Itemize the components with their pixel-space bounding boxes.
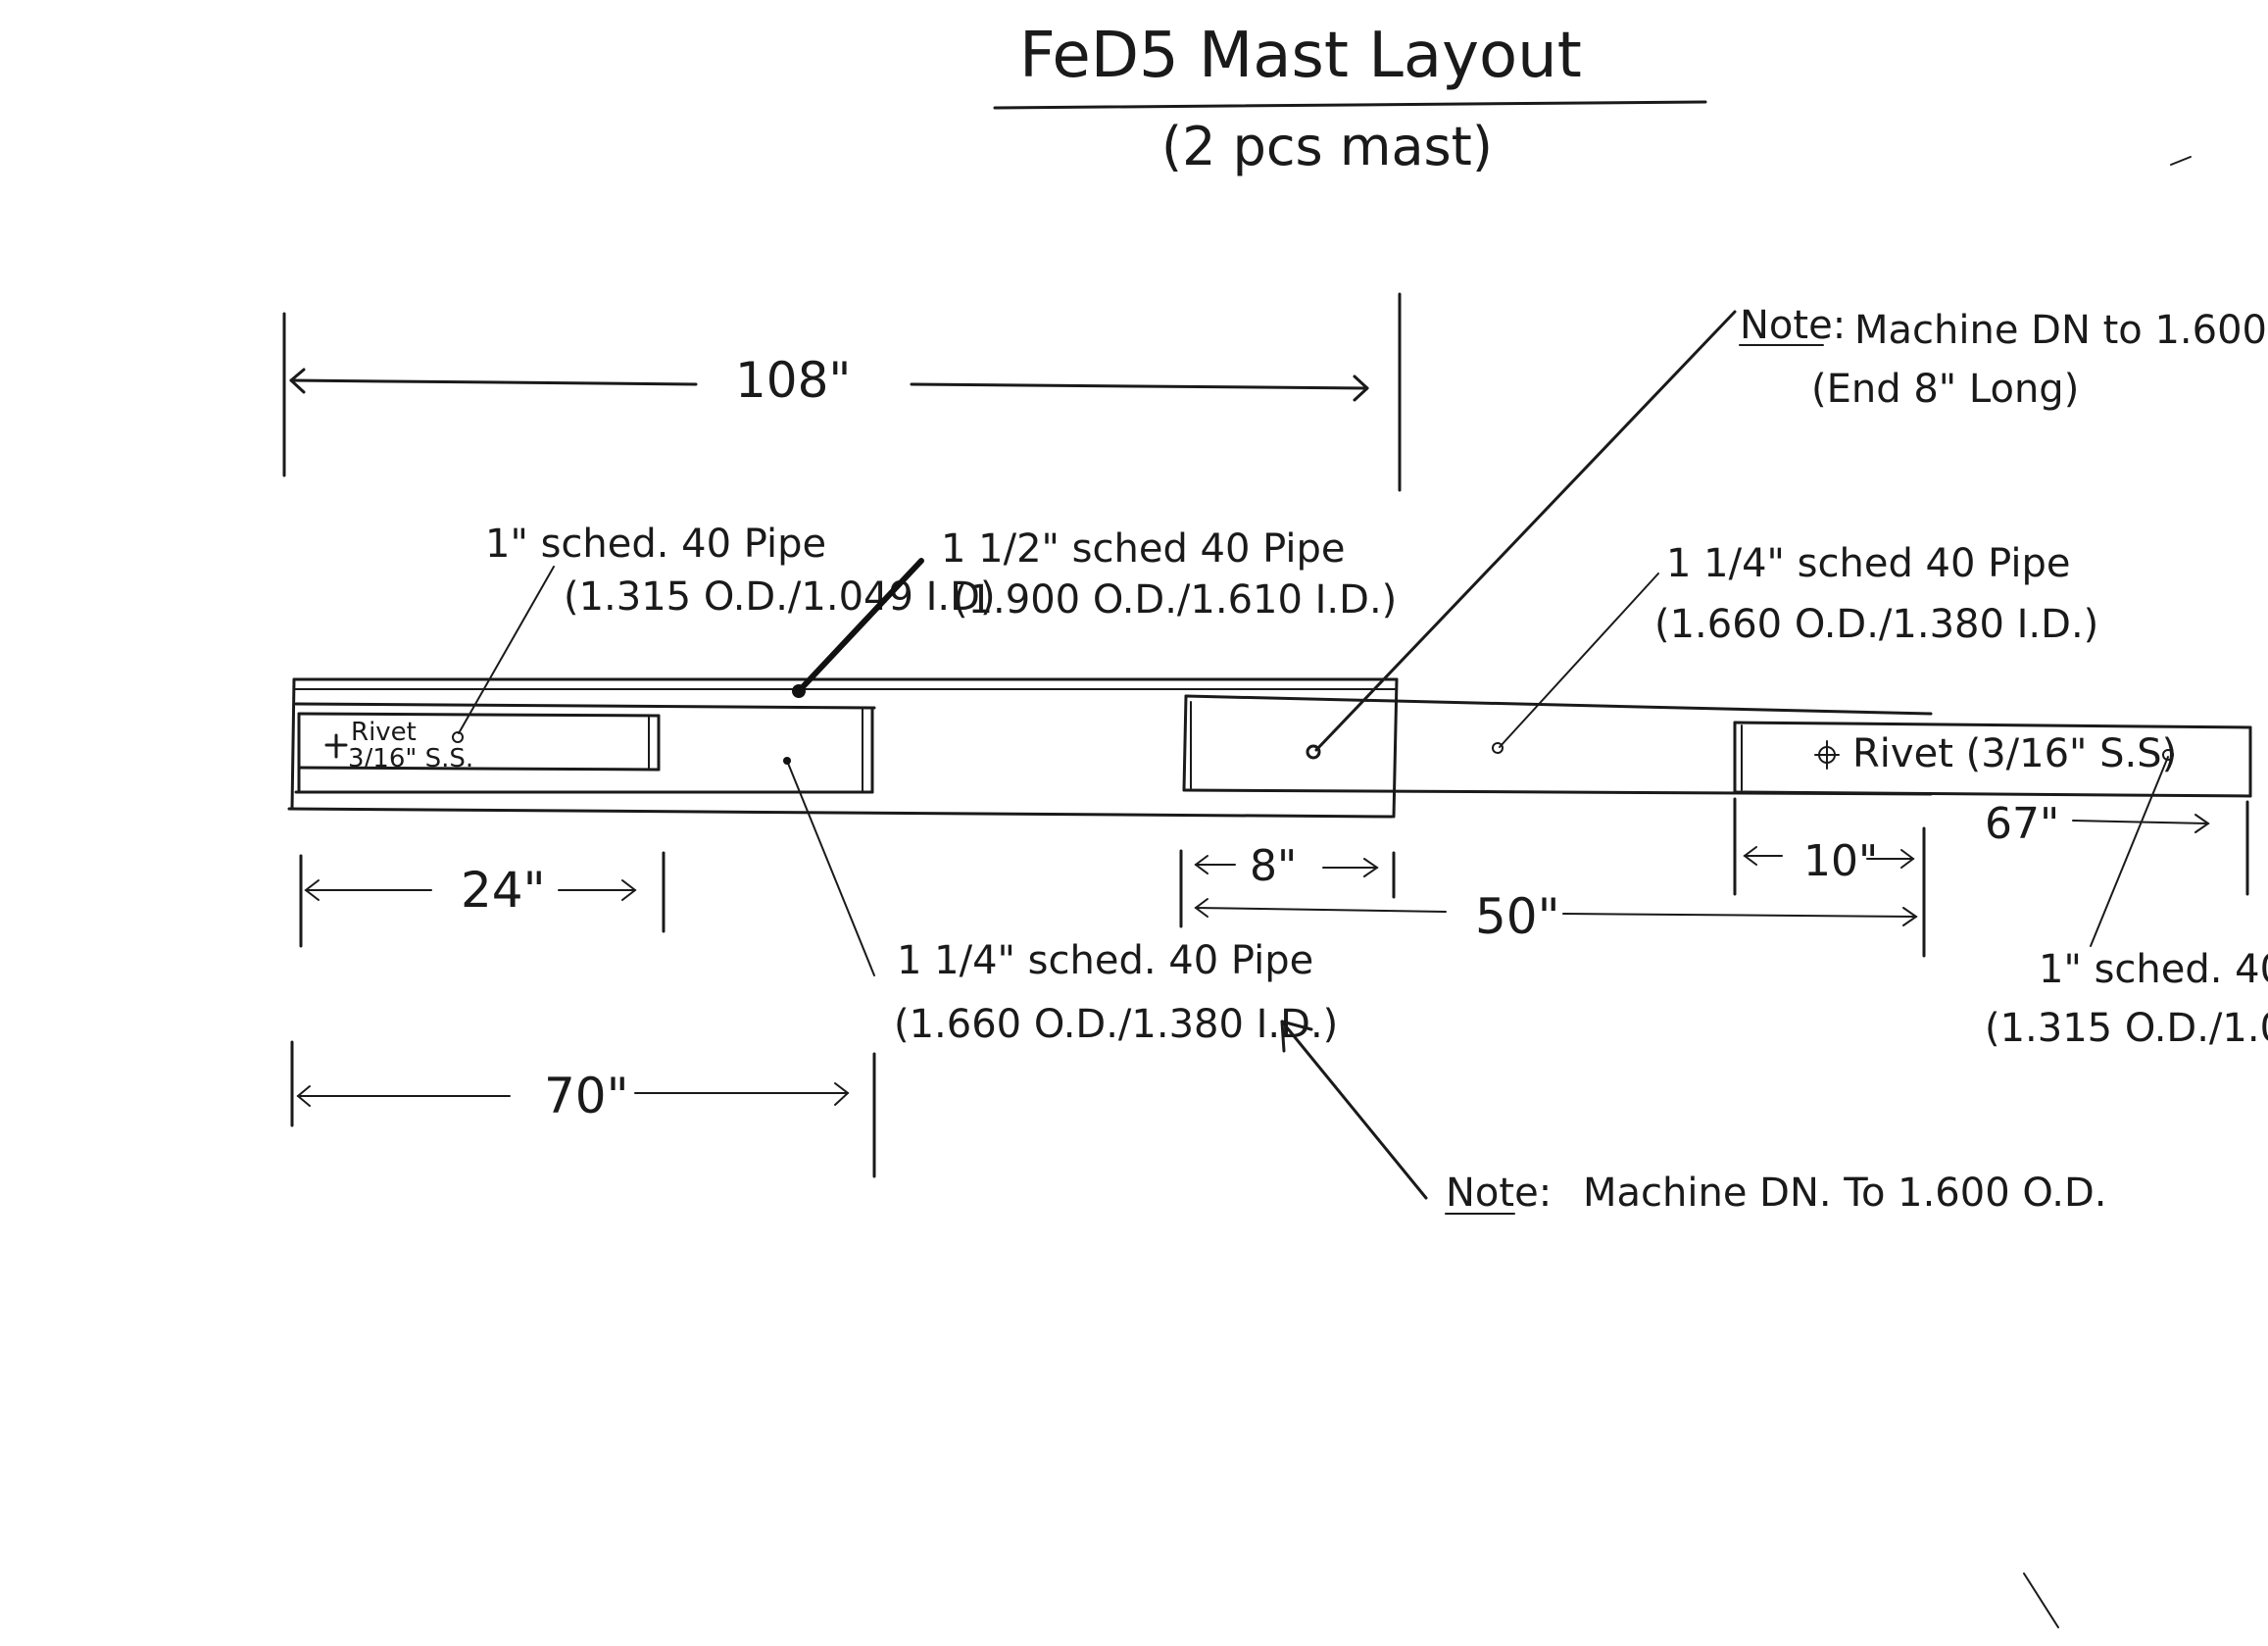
note-top: Note: Machine DN to 1.600 O.D (End 8" Lo… — [1306, 303, 2268, 760]
pipe125-right-name: 1 1/4" sched 40 Pipe — [1666, 541, 2071, 586]
rivet-left-label: Rivet — [351, 718, 417, 747]
dimension-50: 50" — [1194, 826, 1926, 958]
dimension-24: 24" — [299, 851, 666, 948]
note-bottom-text: Machine DN. To 1.600 O.D. — [1583, 1171, 2106, 1216]
rivet-left-size: 3/16" S.S. — [348, 744, 473, 773]
rivet-left: Rivet 3/16" S.S. — [324, 718, 473, 773]
dimension-67: 67" — [1985, 799, 2249, 896]
pipe125-left-leader — [786, 760, 875, 976]
note-bottom: Note: Machine DN. To 1.600 O.D. — [1280, 1020, 2106, 1216]
pipe15-spec: (1.900 O.D./1.610 I.D.) — [953, 577, 1397, 623]
dimension-10: 10" — [1733, 797, 1915, 896]
pipe-1-1-2-outer — [287, 677, 1399, 819]
pipe1-right-spec: (1.315 O.D./1.049 I.D) — [1985, 1006, 2268, 1051]
pipe1-right-name: 1" sched. 40 Pipe — [2039, 947, 2268, 992]
note-bottom-prefix: Note: — [1446, 1171, 1552, 1216]
pipe15-name: 1 1/2" sched 40 Pipe — [941, 526, 1346, 572]
dim-8-label: 8" — [1250, 841, 1297, 891]
overall-length-label: 108" — [735, 352, 851, 409]
pipe125-left-name: 1 1/4" sched. 40 Pipe — [897, 938, 1313, 983]
title-underline — [993, 100, 1707, 110]
drawing-title: FeD5 Mast Layout — [1019, 20, 1582, 92]
rivet-right-label: Rivet (3/16" S.S) — [1852, 731, 2177, 776]
rivet-right: Rivet (3/16" S.S) — [1814, 731, 2177, 776]
note-top-text2: (End 8" Long) — [1811, 367, 2079, 412]
pipe1-left-name: 1" sched. 40 Pipe — [485, 522, 826, 567]
dim-24-label: 24" — [461, 862, 546, 919]
note-top-prefix: Note: — [1740, 303, 1846, 348]
dim-10-label: 10" — [1803, 836, 1878, 886]
pipe-1-inch-left — [297, 712, 661, 794]
dim-67-label: 67" — [1985, 799, 2059, 849]
note-top-text: Machine DN to 1.600 O.D — [1854, 308, 2268, 353]
drawing-subtitle: (2 pcs mast) — [1161, 116, 1493, 177]
dim-70-label: 70" — [544, 1068, 629, 1124]
pipe125-right-spec: (1.660 O.D./1.380 I.D.) — [1654, 602, 2098, 647]
pipe125-right-leader — [1499, 573, 1659, 748]
pipe125-left-spec: (1.660 O.D./1.380 I.D.) — [894, 1002, 1338, 1047]
pipe1-right-leader — [2090, 756, 2169, 947]
pipe15-leader — [796, 558, 924, 694]
dimension-8: 8" — [1179, 841, 1396, 928]
pipe1-left-leader — [458, 566, 555, 734]
dim-50-label: 50" — [1475, 888, 1560, 945]
dimension-70: 70" — [290, 1040, 876, 1178]
dimension-overall: 108" — [282, 292, 1402, 492]
pipe-1-inch-right — [1733, 721, 2252, 798]
pipe-1-1-4-left — [294, 702, 876, 794]
pipe-1-1-4-right — [1182, 694, 1933, 796]
pipe1-left-spec: (1.315 O.D./1.049 I.D) — [564, 574, 996, 620]
